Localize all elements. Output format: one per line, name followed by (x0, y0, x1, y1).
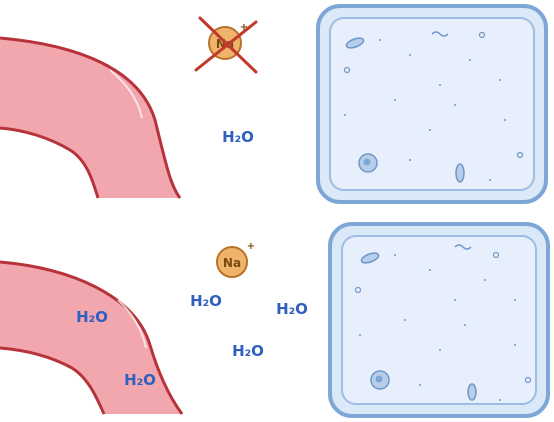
blood-vessel-bottom (0, 262, 182, 414)
bottom-panel: Na + H₂O H₂O H₂O H₂O H₂O (0, 224, 548, 416)
top-panel: Na + H₂O (0, 6, 546, 202)
mitochondrion-icon (468, 384, 476, 400)
sodium-ion-crossed: Na + (196, 18, 256, 72)
blood-vessel-top (0, 38, 180, 198)
cell-bottom (330, 224, 548, 416)
mitochondrion-icon (456, 164, 464, 182)
water-label-vessel-2: H₂O (124, 371, 156, 389)
sodium-ion-symbol-bottom: Na (223, 256, 241, 270)
sodium-ion: Na + (217, 241, 255, 277)
cell-top (318, 6, 546, 202)
water-label-mid-3: H₂O (232, 342, 264, 360)
sodium-ion-charge-bottom: + (247, 241, 255, 252)
water-label-top: H₂O (222, 128, 254, 146)
water-label-mid-2: H₂O (276, 300, 308, 318)
water-label-vessel-1: H₂O (76, 308, 108, 326)
water-label-mid-1: H₂O (190, 292, 222, 310)
